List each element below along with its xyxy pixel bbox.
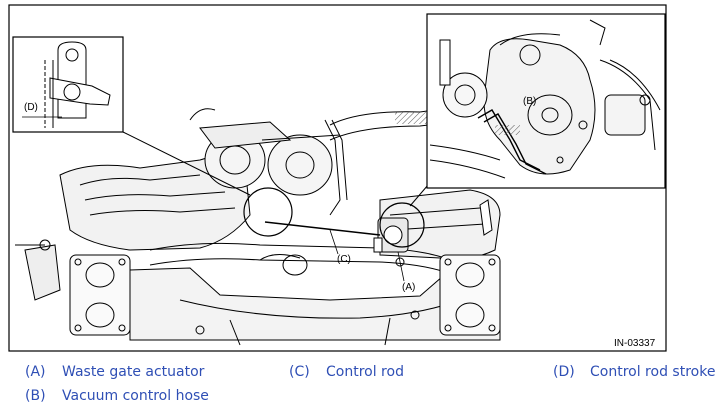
legend-text: Vacuum control hose xyxy=(62,388,209,404)
engine-assembly-drawing xyxy=(15,104,501,346)
legend-text: Control rod xyxy=(326,364,404,380)
control-rod xyxy=(264,221,381,236)
figure-id-code: IN-03337 xyxy=(614,338,656,349)
detail-circle-d xyxy=(243,187,293,237)
waste-gate-actuator xyxy=(373,217,409,253)
engine-diagram: (A) (B) (C) (D) IN-03337 xyxy=(8,4,667,352)
legend: (A) Waste gate actuator (B) Vacuum contr… xyxy=(0,352,725,415)
callout-b: (B) xyxy=(523,96,536,107)
leader-line-inset-b xyxy=(409,184,429,207)
figure-frame xyxy=(8,4,667,352)
legend-key: (D) xyxy=(553,364,575,380)
callout-c: (C) xyxy=(337,254,351,265)
legend-text: Control rod stroke xyxy=(590,364,716,380)
leader-line-inset-d xyxy=(122,131,251,196)
inset-vacuum-hose xyxy=(426,13,666,189)
legend-key: (C) xyxy=(289,364,310,380)
legend-key: (B) xyxy=(25,388,46,404)
callout-a: (A) xyxy=(402,282,415,293)
legend-key: (A) xyxy=(25,364,46,380)
inset-control-rod-stroke xyxy=(12,36,124,133)
legend-text: Waste gate actuator xyxy=(62,364,205,380)
callout-d: (D) xyxy=(24,102,38,113)
detail-circle-b xyxy=(379,202,425,248)
